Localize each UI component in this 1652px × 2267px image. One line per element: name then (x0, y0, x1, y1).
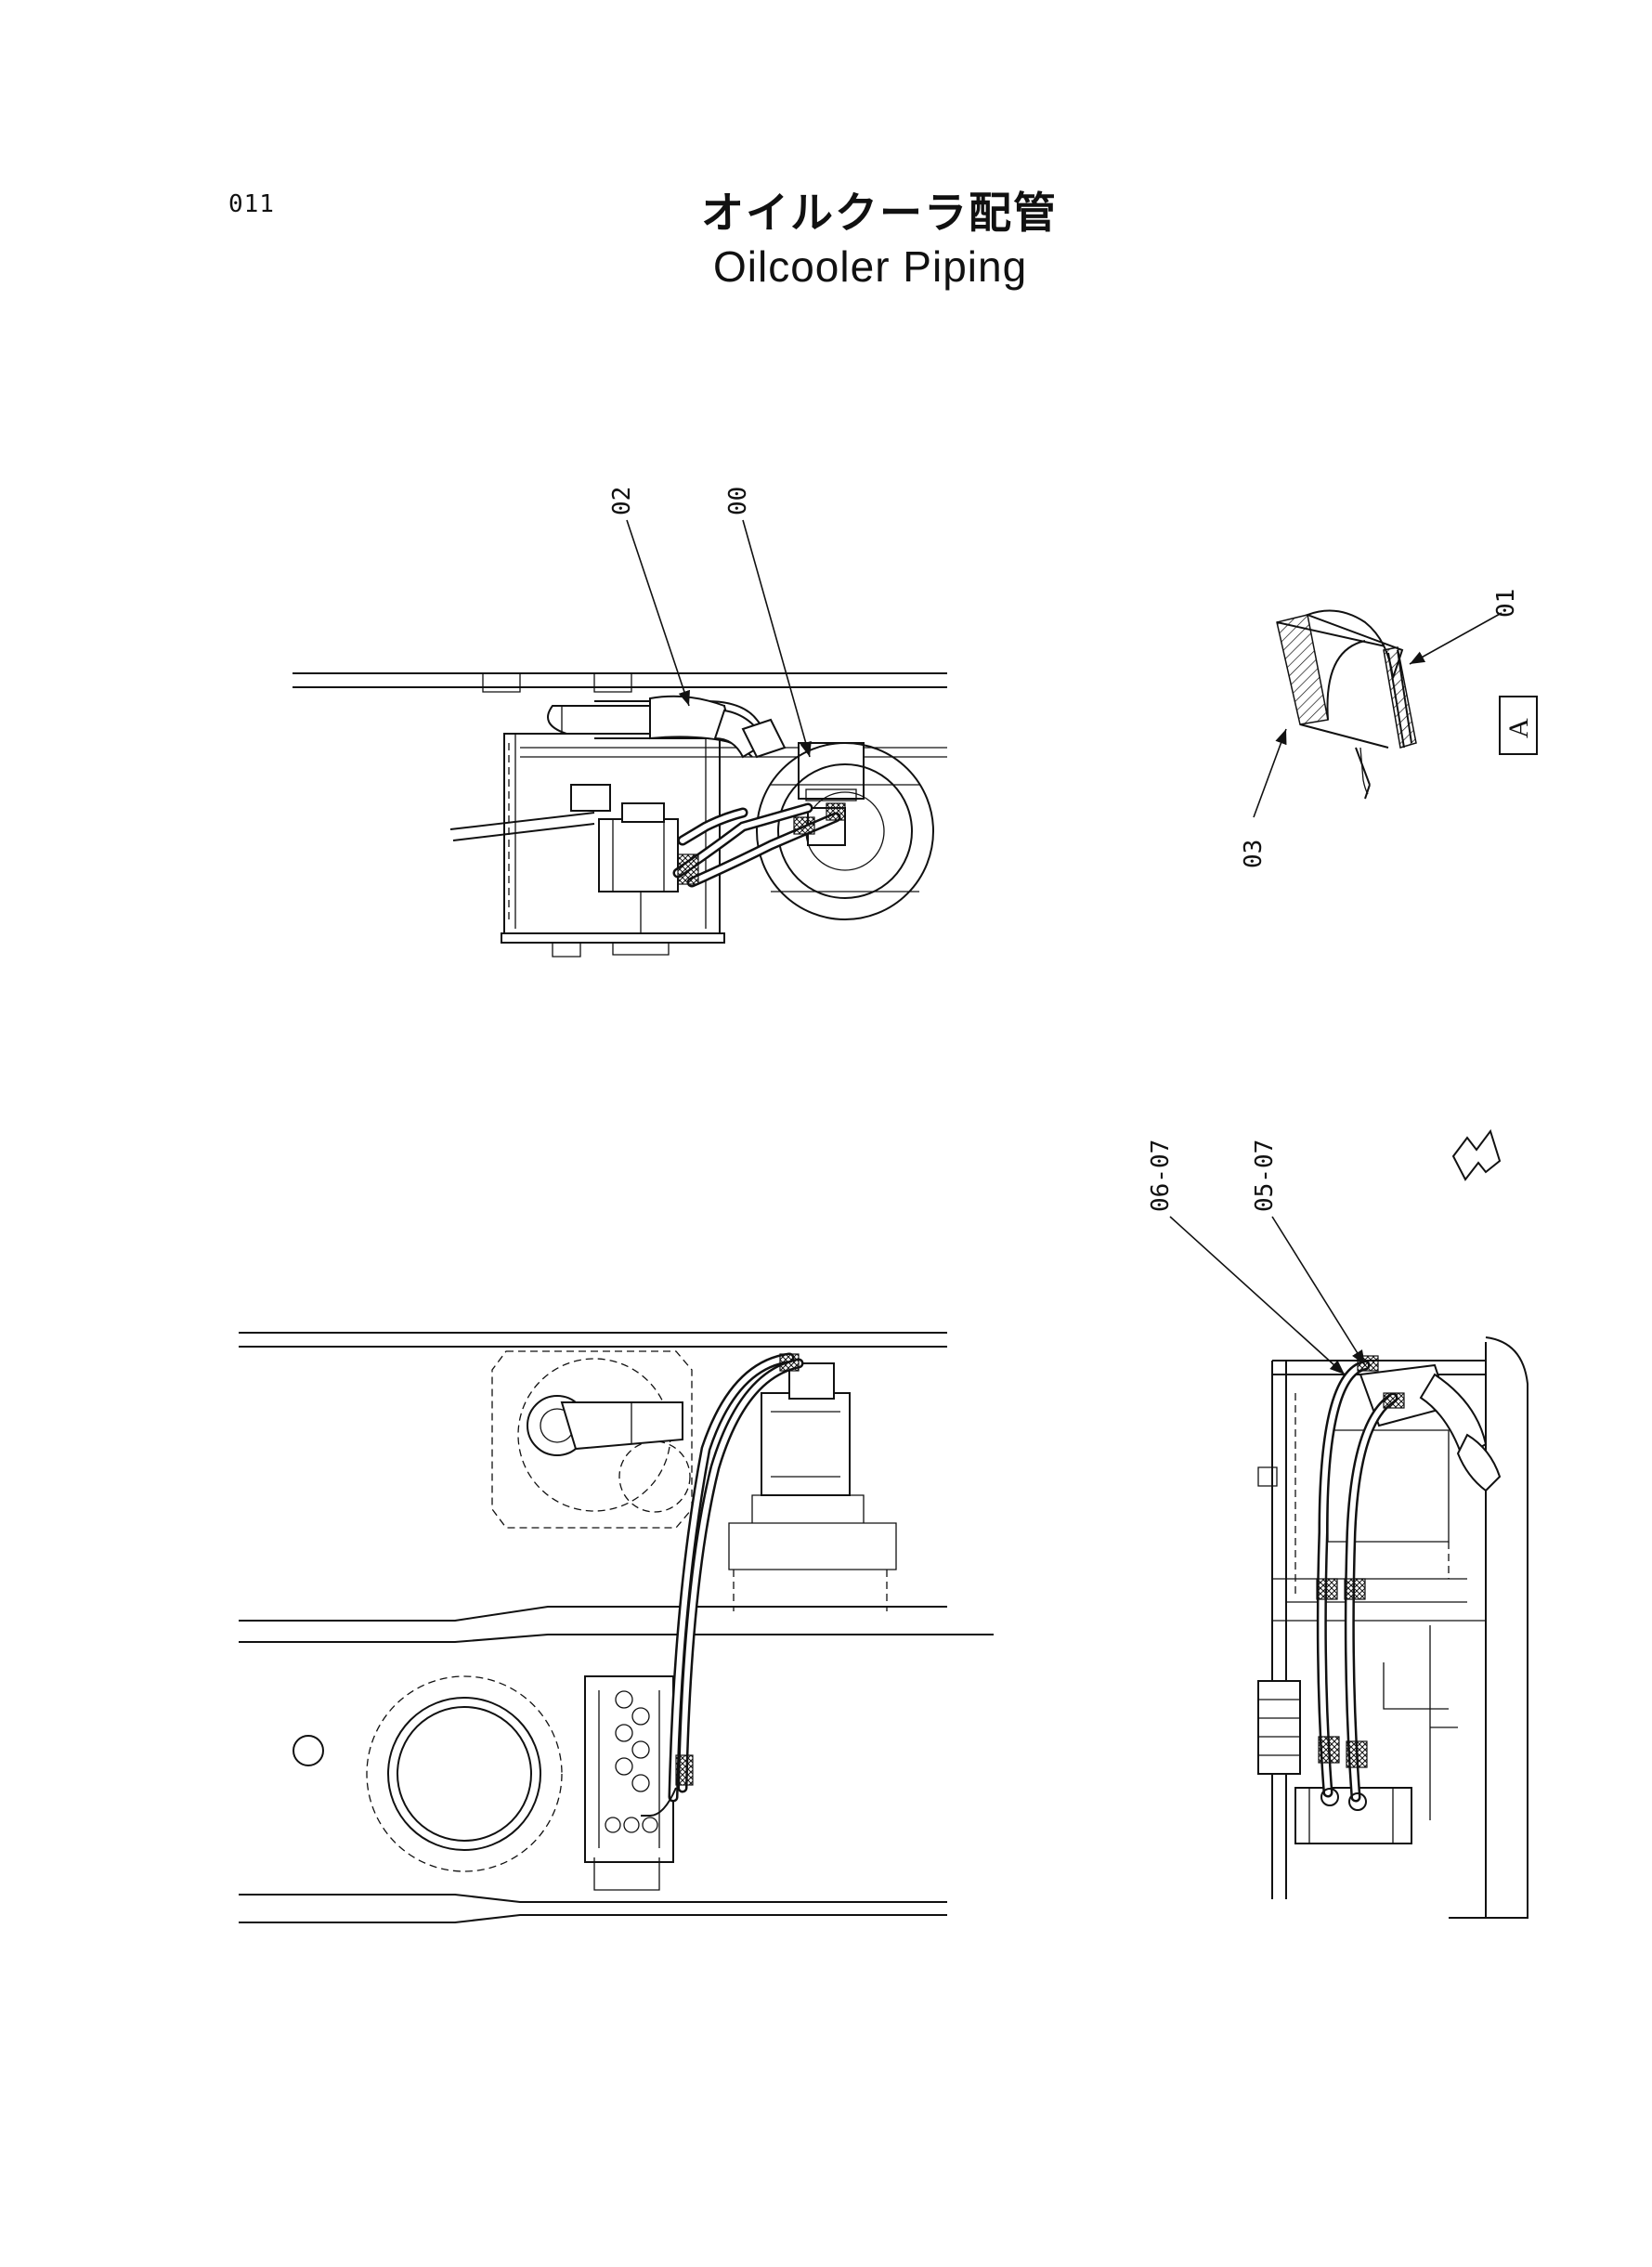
view-a-label: A (1503, 718, 1534, 738)
bottom-left-view (239, 1332, 994, 1923)
view-direction-arrow-icon (1451, 1128, 1502, 1181)
top-left-view (293, 672, 947, 958)
view-a-label-box (1499, 696, 1538, 755)
bottom-right-view (1257, 1336, 1528, 1919)
callout-01: 01 (1492, 589, 1520, 618)
callout-00: 00 (724, 487, 752, 515)
page-title-japanese: オイルクーラ配管 (701, 188, 1058, 238)
callout-02: 02 (608, 487, 636, 515)
detail-view-a (1276, 609, 1417, 800)
callout-05-07: 05-07 (1251, 1140, 1279, 1212)
page-title-english: Oilcooler Piping (713, 242, 1028, 291)
page-number: 011 (228, 190, 275, 218)
callout-06-07: 06-07 (1147, 1140, 1175, 1212)
callout-03: 03 (1240, 840, 1268, 868)
